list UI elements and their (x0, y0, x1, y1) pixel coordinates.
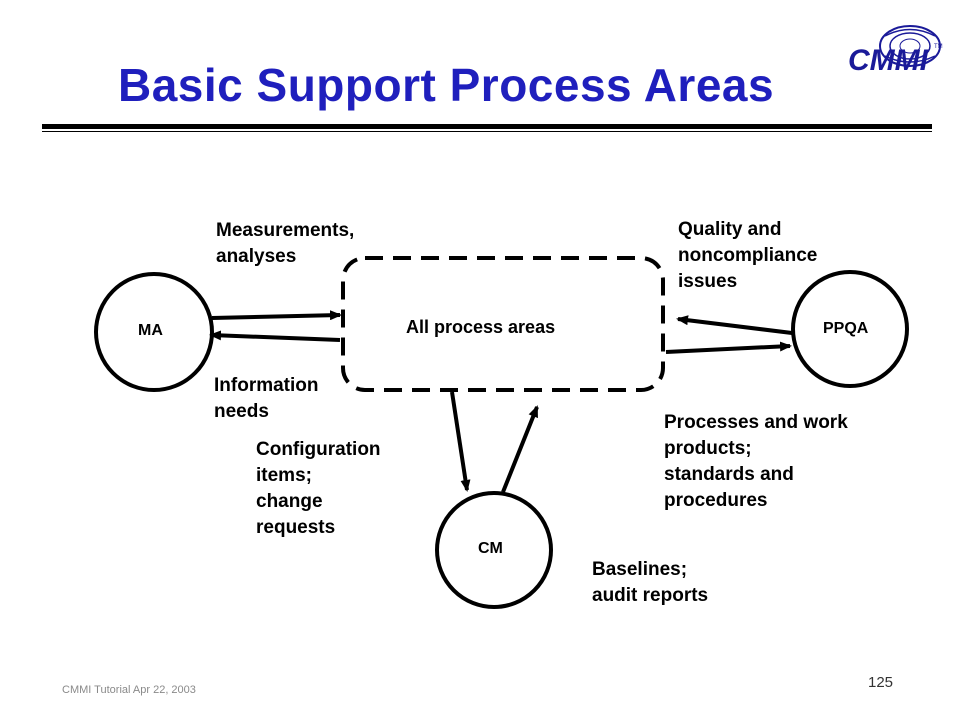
arrow-ma-to-all (211, 310, 342, 321)
label-information-needs: Information needs (214, 375, 319, 422)
center-node-label: All process areas (406, 317, 556, 337)
label-quality-issues: Quality and noncompliance issues (678, 219, 818, 292)
arrow-all-to-ppqa (665, 341, 792, 354)
arrow-all-to-cm (450, 391, 471, 492)
ppqa-node-label: PPQA (823, 320, 869, 337)
arrow-ppqa-to-all (676, 315, 793, 335)
label-processes-products: Processes and work products; standards a… (664, 412, 848, 511)
footer-text: CMMI Tutorial Apr 22, 2003 (62, 684, 196, 696)
arrow-all-to-ma (209, 330, 341, 342)
cm-circle (435, 491, 553, 609)
label-measurements: Measurements, analyses (216, 220, 355, 267)
ma-node-label: MA (138, 322, 163, 339)
title-rule-thin (42, 131, 932, 132)
label-configuration-items: Configuration items; change requests (256, 439, 381, 538)
slide-title: Basic Support Process Areas (118, 59, 775, 111)
cmmi-logo: CMMI TM (848, 25, 943, 77)
cm-node-label: CM (478, 540, 503, 557)
arrow-cm-to-all (501, 405, 539, 493)
page-number: 125 (868, 674, 894, 691)
all-process-areas-box (341, 256, 665, 392)
title-rule-thick (42, 124, 932, 129)
label-baselines: Baselines; audit reports (592, 559, 709, 606)
ppqa-circle (791, 270, 909, 388)
logo-trademark: TM (934, 44, 943, 50)
logo-text: CMMI (848, 44, 929, 77)
